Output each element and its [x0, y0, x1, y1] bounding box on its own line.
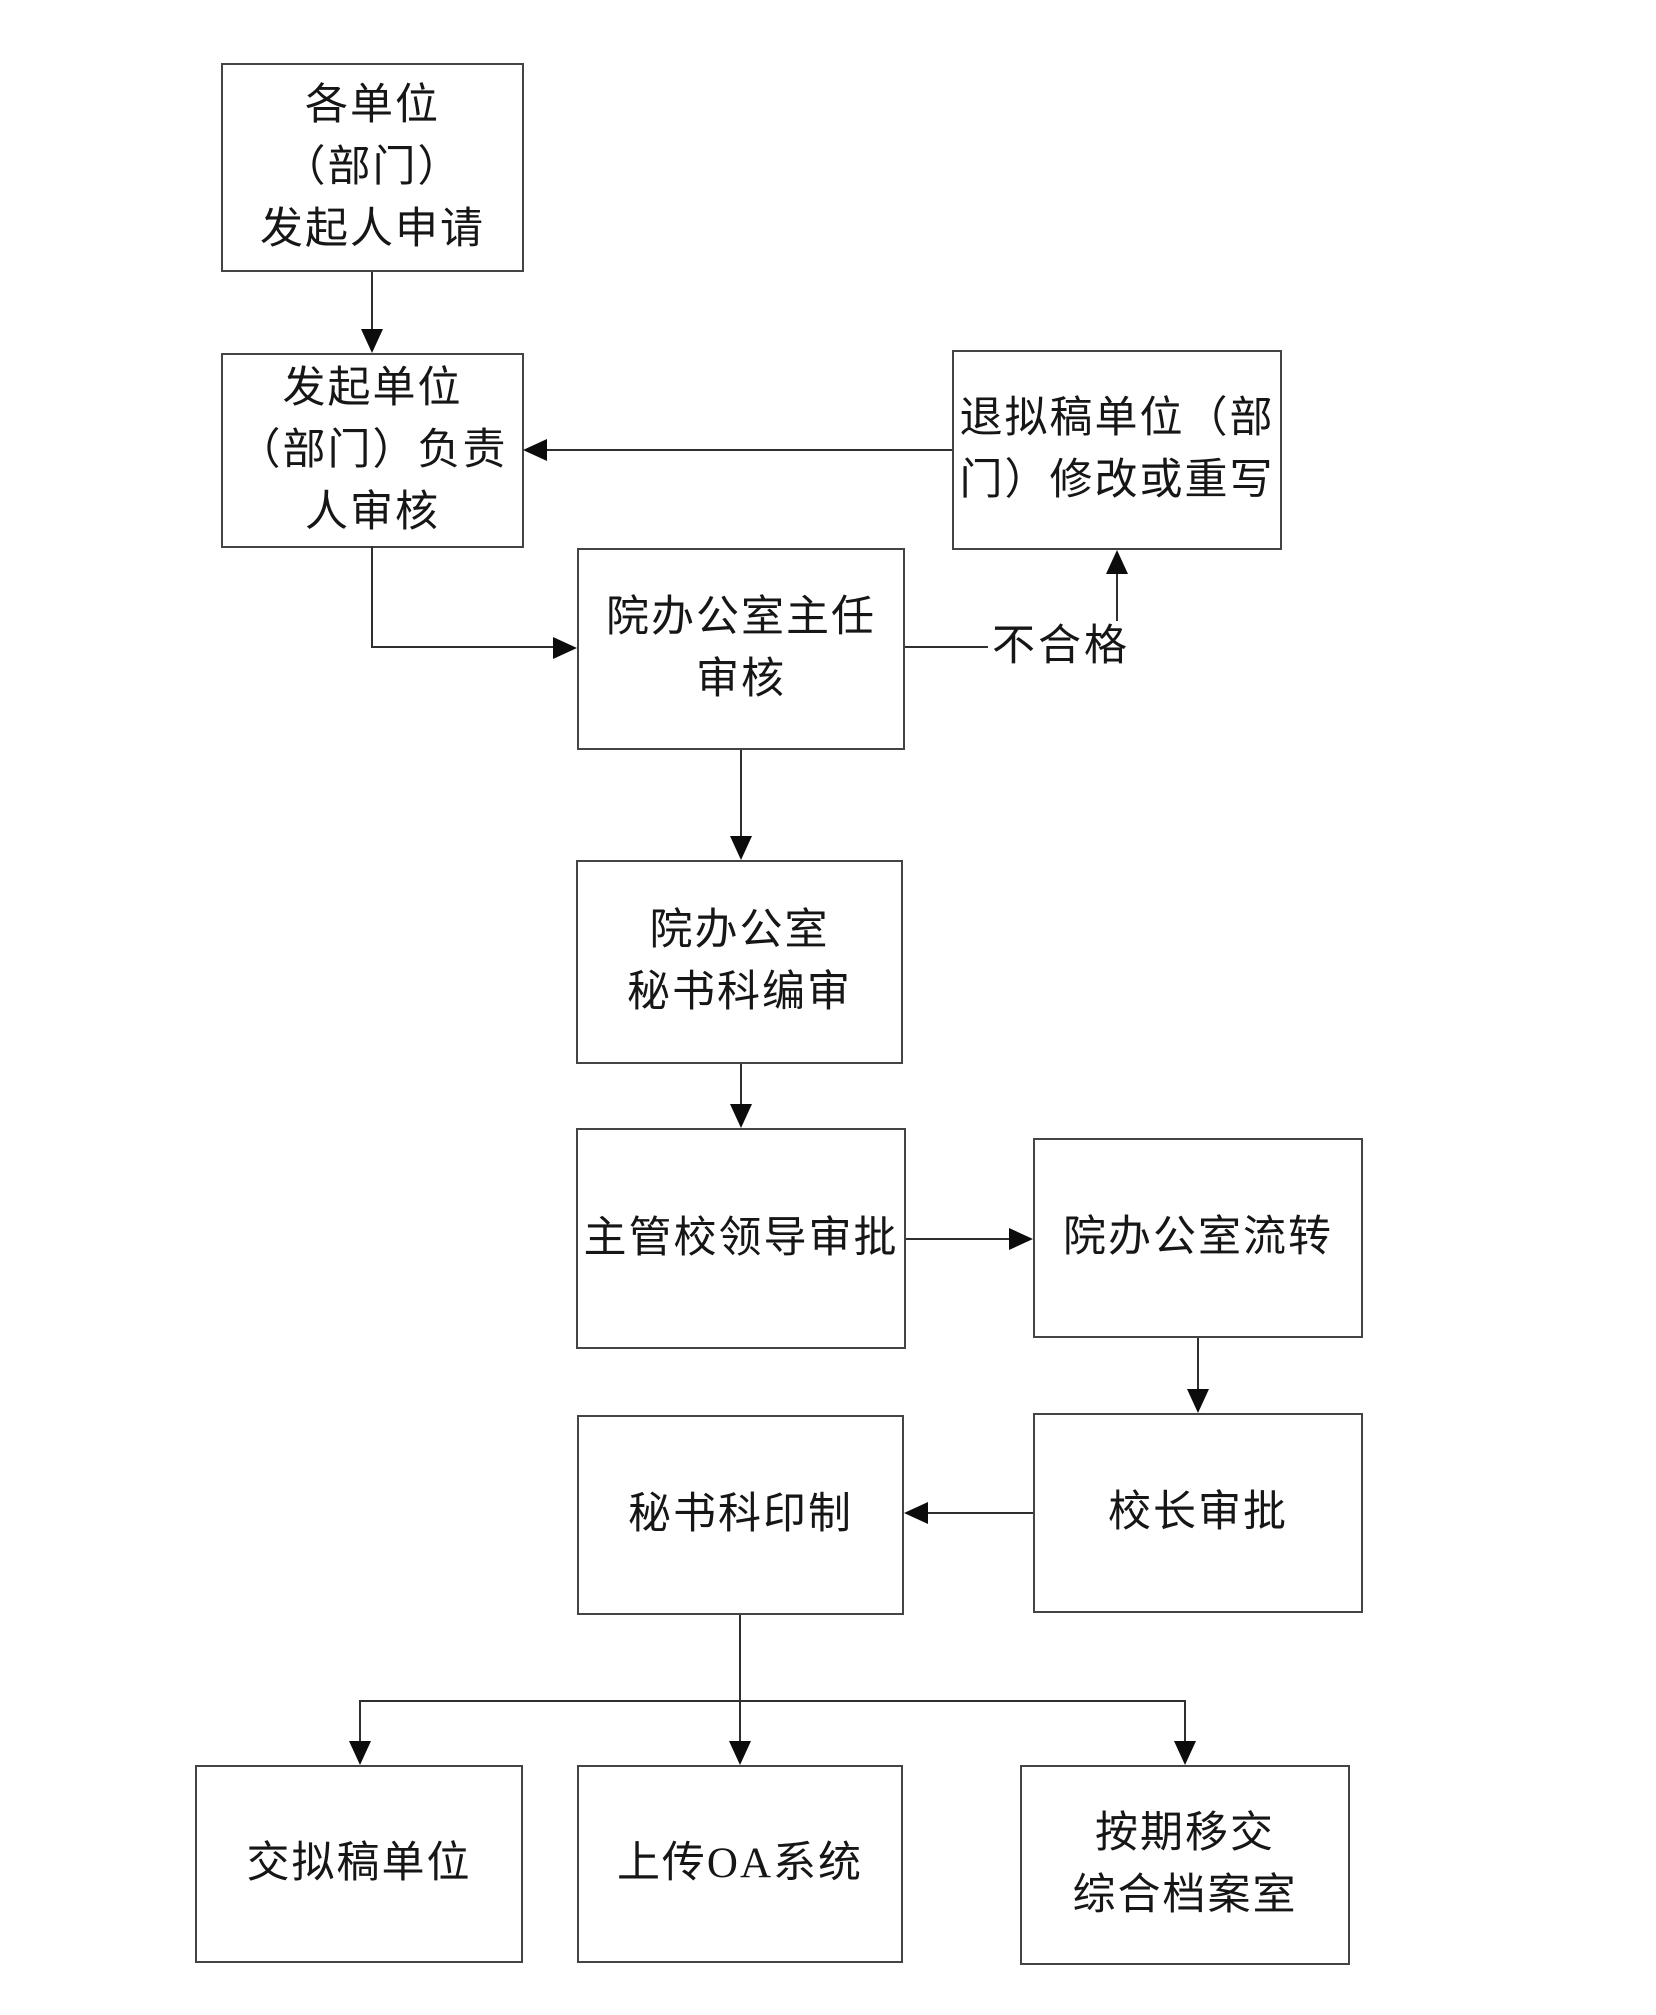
node-line: 各单位	[305, 81, 440, 129]
node-archive-transfer: 按期移交 综合档案室	[1020, 1765, 1350, 1965]
node-line: 院办公室流转	[1063, 1214, 1333, 1261]
node-initiator-apply: 各单位 （部门） 发起人申请	[221, 63, 524, 272]
arrow-left-icon	[523, 439, 547, 461]
node-line: （部门）	[282, 143, 463, 191]
node-office-director-review: 院办公室主任 审核	[577, 548, 905, 750]
node-line: 秘书科印制	[628, 1491, 853, 1538]
node-line: 审核	[696, 656, 786, 703]
arrow-down-icon	[349, 1741, 371, 1765]
arrow-down-icon	[361, 329, 383, 353]
edge-branch-to-archive-line	[1184, 1700, 1186, 1743]
node-line: 交拟稿单位	[246, 1840, 472, 1887]
node-upload-oa-system: 上传OA系统	[577, 1765, 903, 1963]
edge-apply-to-leader-line	[371, 272, 373, 332]
edge-director-to-secretary-line	[740, 750, 742, 838]
node-line: 门）修改或重写	[959, 457, 1275, 504]
edge-print-branch-hline	[359, 1700, 1186, 1702]
node-line: 退拟稿单位（部	[959, 395, 1275, 442]
node-return-draft-revise: 退拟稿单位（部 门）修改或重写	[952, 350, 1282, 550]
arrow-right-icon	[1009, 1228, 1033, 1250]
arrow-down-icon	[730, 836, 752, 860]
edge-branch-to-oa-line	[739, 1700, 741, 1743]
arrow-down-icon	[1187, 1389, 1209, 1413]
node-line: 发起人申请	[260, 205, 485, 253]
node-line: 院办公室	[649, 907, 830, 954]
arrow-down-icon	[1174, 1741, 1196, 1765]
arrow-down-icon	[730, 1104, 752, 1128]
node-office-secretary-edit: 院办公室 秘书科编审	[576, 860, 903, 1064]
edge-president-to-print-line	[928, 1512, 1033, 1514]
arrow-right-icon	[553, 637, 577, 659]
node-line: 校长审批	[1108, 1489, 1288, 1536]
edge-label-unqualified: 不合格	[988, 621, 1134, 673]
arrow-down-icon	[729, 1741, 751, 1765]
node-office-circulation: 院办公室流转	[1033, 1138, 1363, 1338]
node-deliver-draft-unit: 交拟稿单位	[195, 1765, 523, 1963]
edge-leader-to-director-hline	[371, 646, 555, 648]
node-secretary-print: 秘书科印制	[577, 1415, 904, 1615]
node-line: 发起单位	[282, 364, 463, 412]
node-line: 主管校领导审批	[583, 1214, 899, 1262]
node-line: 按期移交	[1095, 1810, 1275, 1857]
edge-branch-to-deliver-line	[359, 1700, 361, 1743]
node-line: 院办公室主任	[606, 594, 876, 641]
node-supervising-leader-approve: 主管校领导审批	[576, 1128, 906, 1349]
edge-supervisor-to-circulation-line	[906, 1238, 1011, 1240]
node-line: 人审核	[305, 488, 440, 536]
node-line: 上传OA系统	[616, 1840, 864, 1887]
edge-print-branch-stem	[739, 1615, 741, 1702]
edge-leader-to-director-vline	[371, 546, 373, 648]
arrow-left-icon	[904, 1502, 928, 1524]
edge-secretary-to-supervisor-line	[740, 1064, 742, 1108]
node-unit-leader-review: 发起单位 （部门）负责 人审核	[221, 353, 524, 548]
node-line: （部门）负责	[237, 426, 508, 474]
node-president-approve: 校长审批	[1033, 1413, 1363, 1613]
edge-return-to-leader-line	[546, 449, 952, 451]
node-line: 综合档案室	[1072, 1872, 1298, 1919]
arrow-up-icon	[1106, 550, 1128, 574]
edge-unqualified-vline	[1116, 572, 1118, 622]
node-line: 秘书科编审	[627, 969, 852, 1016]
edge-circulation-to-president-line	[1197, 1338, 1199, 1391]
